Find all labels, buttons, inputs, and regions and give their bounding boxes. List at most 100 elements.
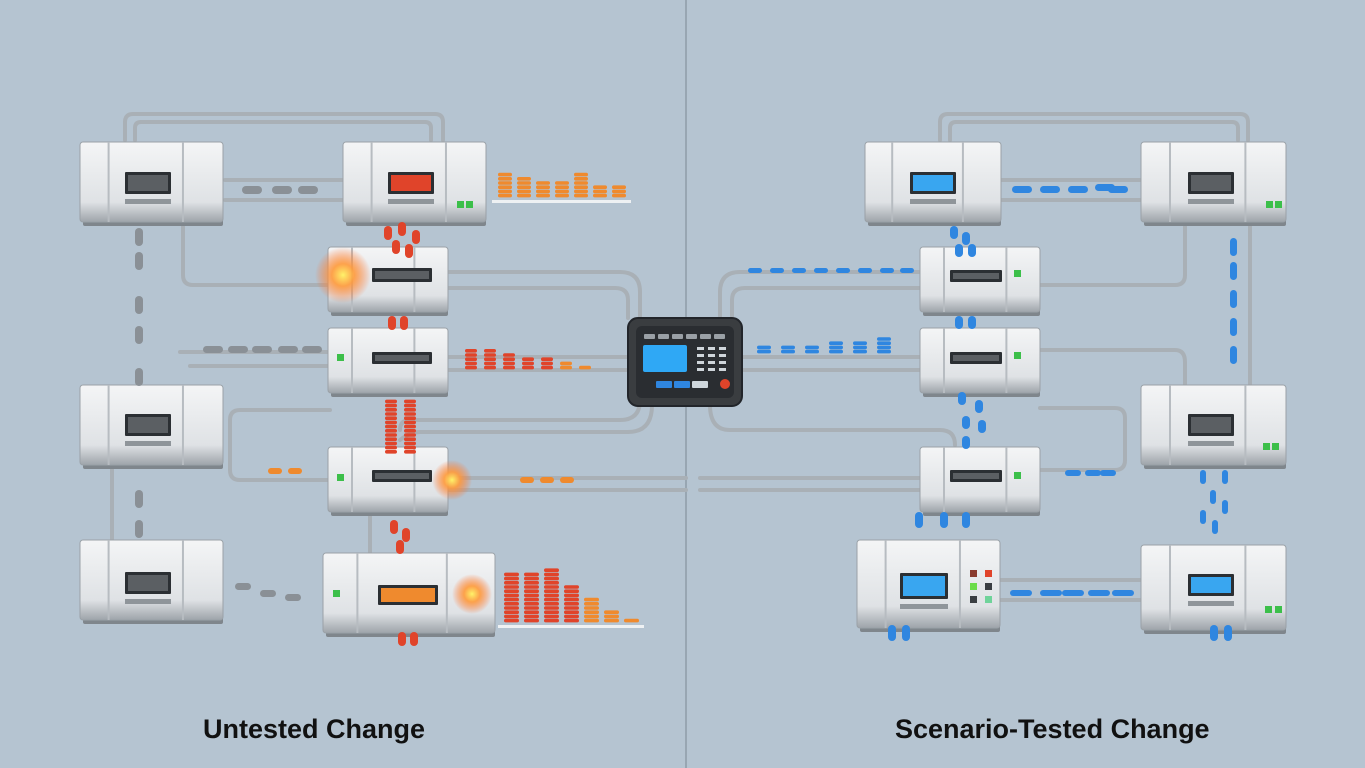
data-packet — [498, 185, 512, 189]
left-unit-top-right — [342, 141, 487, 226]
data-packet — [404, 429, 416, 433]
data-packet — [504, 581, 519, 585]
left-red-falling-packet — [390, 520, 398, 534]
status-led-icon — [1014, 352, 1021, 359]
left-grey-packet — [135, 326, 143, 344]
right-blue-packet — [814, 268, 828, 273]
data-packet — [524, 602, 539, 606]
status-led-icon — [1265, 606, 1272, 613]
left-orange-packet — [560, 477, 574, 483]
data-packet — [484, 349, 496, 353]
status-led-icon — [1272, 443, 1279, 450]
data-packet — [612, 185, 626, 189]
data-packet — [385, 441, 397, 446]
data-packet — [757, 349, 771, 354]
unit-screen — [913, 175, 953, 191]
data-packet — [781, 349, 795, 354]
data-packet — [805, 349, 819, 354]
controller-keypad-key — [697, 368, 704, 371]
data-packet — [524, 581, 539, 585]
left-top-packet-stack — [517, 177, 531, 198]
data-packet — [574, 185, 588, 189]
controller-keypad-key — [708, 347, 715, 350]
data-packet — [404, 450, 416, 454]
data-packet — [498, 177, 512, 181]
controller-screen — [643, 345, 687, 372]
data-packet — [404, 408, 416, 412]
left-top-packet-stack — [612, 185, 626, 198]
unit-label-strip — [1188, 601, 1234, 606]
left-top-packet-shelf — [492, 200, 631, 203]
status-led-icon — [457, 201, 464, 208]
left-mid-packet-stack — [484, 349, 496, 370]
data-packet — [805, 345, 819, 350]
right-blue-packet — [770, 268, 784, 273]
right-blue-packet — [940, 512, 948, 528]
left-grey-packet — [135, 296, 143, 314]
left-bottom-packet-stack — [504, 572, 519, 623]
data-packet — [504, 593, 519, 598]
data-packet — [877, 349, 891, 354]
data-packet — [544, 572, 559, 577]
data-packet — [564, 593, 579, 598]
data-packet — [593, 193, 607, 198]
right-mid-packet-stack — [805, 345, 819, 354]
controller-keypad-key — [708, 354, 715, 357]
controller-blue-button — [674, 381, 690, 388]
unit-label-strip — [388, 199, 434, 204]
left-bottom-packet-stack — [524, 572, 539, 623]
right-blue-packet — [1012, 186, 1032, 193]
left-bottom-packet-stack — [584, 597, 599, 623]
data-packet — [541, 357, 553, 361]
left-grey-packet — [302, 346, 322, 353]
data-packet — [404, 433, 416, 437]
right-blue-packet — [888, 625, 896, 641]
right-blue-packet — [975, 400, 983, 413]
data-packet — [853, 341, 867, 345]
data-packet — [853, 349, 867, 354]
left-vertical-packet-stack — [404, 399, 416, 454]
data-packet — [465, 353, 477, 357]
overheat-glow-icon — [452, 574, 492, 614]
left-panel-caption: Untested Change — [203, 714, 426, 744]
data-packet — [524, 610, 539, 614]
right-blue-packet — [962, 512, 970, 528]
data-packet — [584, 606, 599, 610]
left-red-falling-packet — [396, 540, 404, 554]
data-packet — [504, 589, 519, 593]
controller-key — [686, 334, 697, 339]
left-orange-packet — [540, 477, 554, 483]
controller-key — [644, 334, 655, 339]
right-mid-packet-stack — [853, 341, 867, 354]
left-mid-packet-stack — [465, 349, 477, 370]
unit-screen — [1191, 577, 1231, 593]
right-blue-packet — [1200, 510, 1206, 524]
right-blue-packet — [836, 268, 850, 273]
right-blue-packet — [1230, 238, 1237, 256]
left-red-falling-packet — [388, 316, 396, 330]
right-mid-packet-stack — [781, 345, 795, 354]
left-orange-packet — [268, 468, 282, 474]
unit-screen — [953, 355, 999, 361]
data-packet — [829, 341, 843, 345]
data-packet — [504, 576, 519, 581]
data-packet — [829, 345, 843, 350]
left-red-falling-packet — [405, 244, 413, 258]
data-packet — [504, 572, 519, 577]
data-packet — [536, 185, 550, 189]
unit-label-strip — [125, 441, 171, 446]
controller-keypad-key — [697, 354, 704, 357]
left-mid-packet-stack — [503, 353, 515, 370]
unit-screen — [128, 575, 168, 591]
data-packet — [564, 606, 579, 610]
unit-screen — [381, 588, 435, 602]
data-packet — [564, 602, 579, 606]
unit-screen — [953, 473, 999, 479]
unit-label-strip — [1188, 441, 1234, 446]
right-blue-packet — [1230, 346, 1237, 364]
right-unit-bottom-right — [1140, 544, 1287, 634]
data-packet — [404, 445, 416, 450]
data-packet — [503, 353, 515, 357]
data-packet — [544, 602, 559, 606]
data-packet — [544, 597, 559, 602]
